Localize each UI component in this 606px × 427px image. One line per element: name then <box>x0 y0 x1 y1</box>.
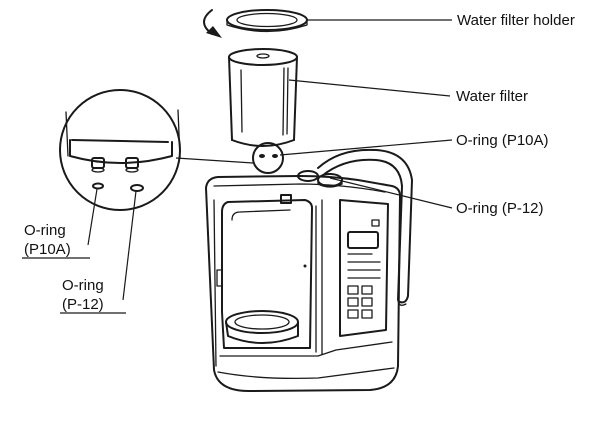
label-oring-p10a-left-line2: (P10A) <box>24 241 71 258</box>
water-filter-holder <box>226 9 308 33</box>
leader-oring-p10a-left <box>87 188 98 246</box>
leader-filter <box>288 79 451 97</box>
label-water-filter: Water filter <box>456 88 528 105</box>
rotation-arrow-icon <box>203 9 222 38</box>
filter-connectors <box>252 142 284 174</box>
label-oring-p10a-right: O-ring (P10A) <box>456 132 549 149</box>
label-oring-p12-right: O-ring (P-12) <box>456 200 544 217</box>
top-fittings <box>297 170 343 188</box>
leader-oring-p12-left <box>122 190 137 301</box>
label-water-filter-holder: Water filter holder <box>457 12 575 29</box>
zoom-guide-line <box>175 157 254 164</box>
ionizer-unit-body <box>205 175 401 393</box>
label-oring-p12-left-line2: (P-12) <box>62 296 104 313</box>
leader-oring-p10a-right <box>279 139 453 156</box>
label-oring-p12-left-line1: O-ring <box>62 277 104 294</box>
magnified-detail-circle <box>59 89 181 211</box>
outlet-hose <box>317 148 413 306</box>
control-panel <box>339 199 389 337</box>
water-filter-cartridge <box>228 48 298 147</box>
leader-oring-p12-right <box>329 177 453 209</box>
label-oring-p10a-left-line1: O-ring <box>24 222 66 239</box>
